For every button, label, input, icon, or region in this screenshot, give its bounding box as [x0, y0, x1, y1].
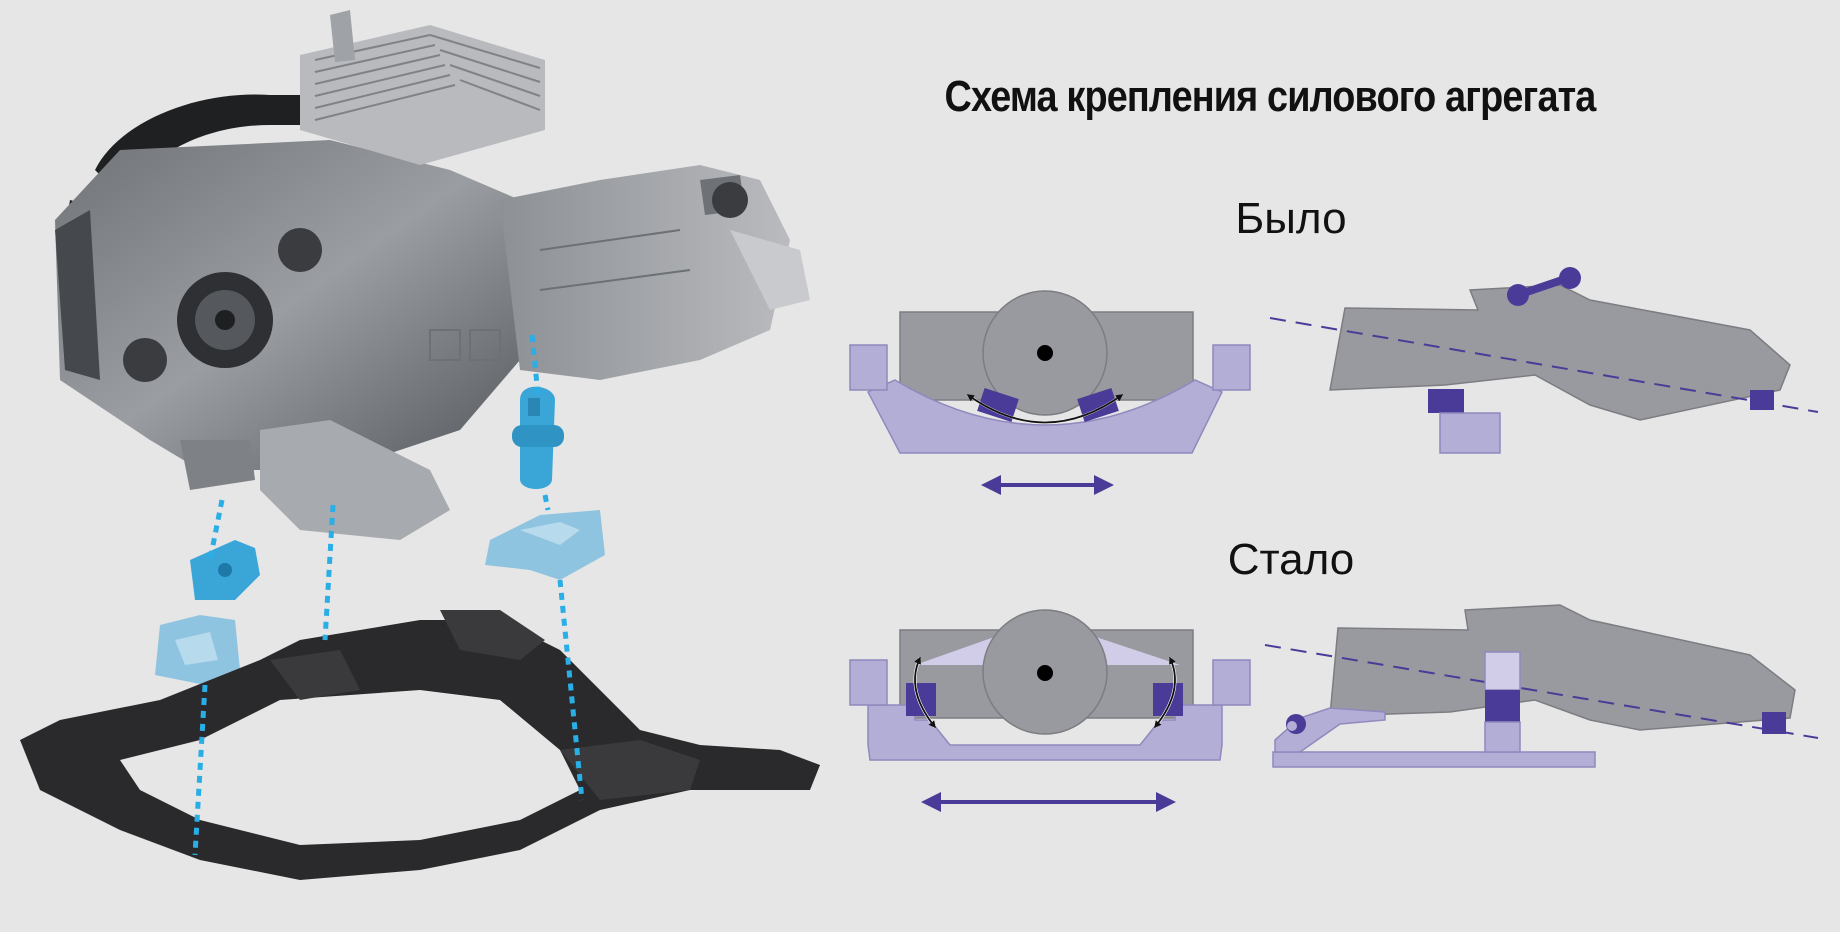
gearbox — [429, 165, 810, 380]
before-label: Было — [1235, 194, 1347, 243]
bracket-right-upper — [485, 510, 605, 580]
after-side-diagram — [1264, 604, 1819, 768]
engine-mount-right — [512, 386, 564, 489]
bracket-left-lower — [155, 615, 240, 685]
before-front-diagram — [849, 290, 1251, 495]
after-label: Стало — [1227, 535, 1355, 584]
curved-arrow-icon — [966, 394, 1124, 424]
diagram-title: Схема крепления силового агрегата — [944, 72, 1597, 121]
after-front-diagram — [849, 609, 1251, 812]
engine-mount-left — [190, 540, 260, 600]
subframe-illustration — [20, 610, 820, 880]
intercooler — [300, 10, 545, 165]
pitch-link-icon — [1507, 267, 1581, 306]
leader-lines — [192, 334, 585, 856]
engine-illustration — [55, 10, 810, 540]
before-side-diagram — [1269, 267, 1819, 454]
